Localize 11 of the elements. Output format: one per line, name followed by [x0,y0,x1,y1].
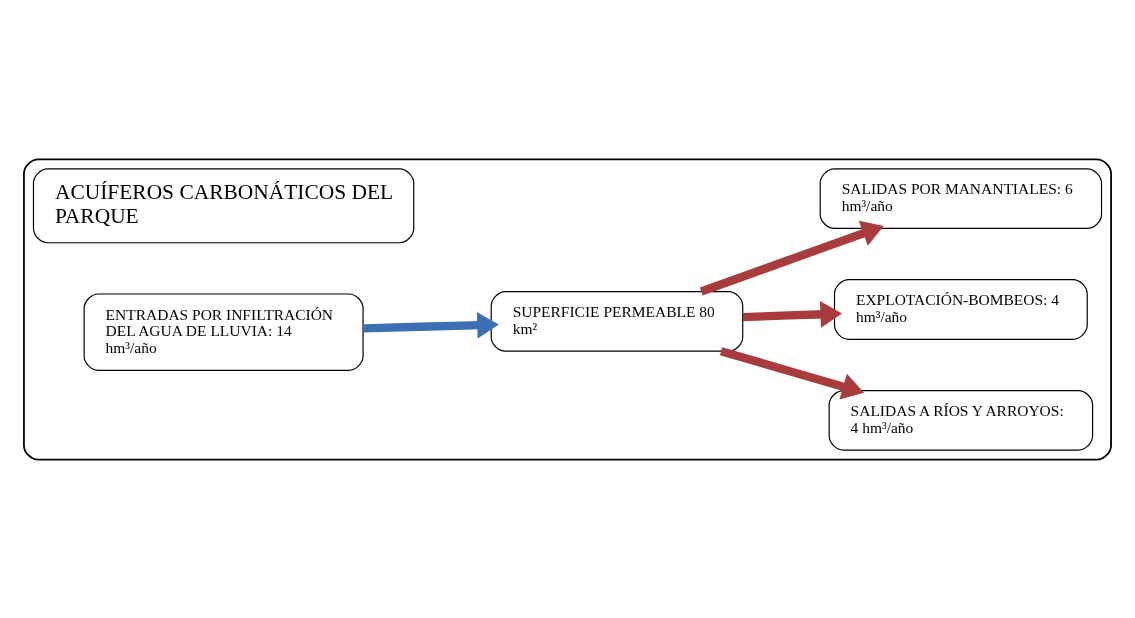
arrow [719,346,865,399]
node-box: EXPLOTACIÓN-BOMBEOS: 4 hm³/año [833,278,1088,340]
node-box: ENTRADAS POR INFILTRACIÓN DEL AGUA DE LLUVIA: 14 hm³/año [83,292,364,371]
arrow [742,300,843,328]
arrow [699,220,884,295]
cluster [23,157,1112,461]
node-box: SALIDAS POR MANANTIALES: 6 hm³/año [819,167,1103,229]
node-box: SALIDAS A RÍOS Y ARROYOS: 4 hm³/año [828,389,1094,451]
node-box: ACUÍFEROS CARBONÁTICOS DEL PARQUE [32,167,415,243]
node-box: SUPERFICIE PERMEABLE 80 km² [490,290,744,352]
arrow [363,311,499,338]
